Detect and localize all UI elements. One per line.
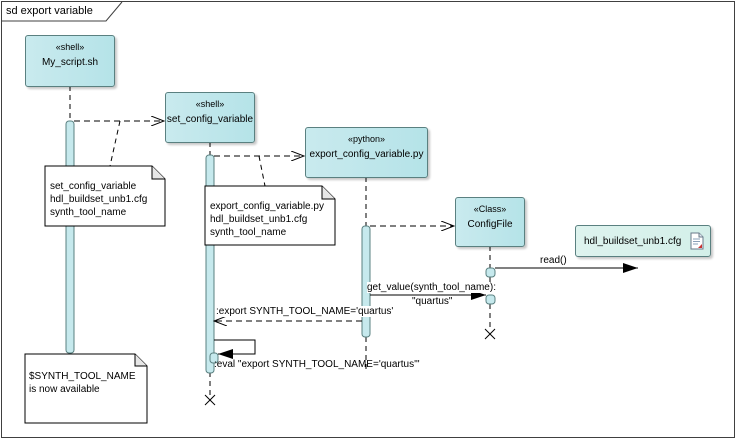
message-label-read: read(): [540, 255, 567, 266]
note-shape-2: [204, 185, 336, 246]
lifeline-name: ConfigFile: [467, 219, 513, 230]
frame-title: sd export variable: [6, 5, 93, 17]
message-label-return-value: "quartus": [412, 296, 453, 307]
stereotype-label: «shell»: [195, 99, 225, 109]
activation-config-file-1: [485, 267, 496, 278]
note-connector-1: [109, 120, 121, 167]
lifeline-name: My_script.sh: [41, 57, 99, 68]
note-line: export_config_variable.py: [210, 201, 324, 212]
lifeline-head-set-config[interactable]: «shell» set_config_variable: [165, 92, 255, 143]
message-label-return-export: :export SYNTH_TOOL_NAME='quartus': [216, 306, 394, 317]
destroy-marker-set-config: [204, 394, 216, 406]
message-label-get-value: get_value(synth_tool_name):: [367, 282, 496, 293]
message-label-self-eval: :eval "export SYNTH_TOOL_NAME='quartus'": [214, 359, 420, 370]
note-line: synth_tool_name: [50, 207, 127, 218]
note-shape-1: [44, 165, 166, 227]
stereotype-label: «shell»: [55, 42, 85, 52]
message-self-eval: [214, 339, 256, 359]
note-3-text: $SYNTH_TOOL_NAME is now available: [29, 370, 136, 396]
destroy-marker-config-file: [484, 328, 496, 340]
activation-my-script: [65, 120, 75, 354]
note-line: $SYNTH_TOOL_NAME: [29, 371, 136, 382]
note-1-text: set_config_variable hdl_buildset_unb1.cf…: [50, 180, 147, 219]
lifeline-head-my-script[interactable]: «shell» My_script.sh: [25, 35, 115, 87]
artifact-name: hdl_buildset_unb1.cfg: [584, 236, 682, 247]
lifeline-name: export_config_variable.py: [309, 149, 424, 160]
note-2-text: export_config_variable.py hdl_buildset_u…: [210, 200, 324, 239]
document-icon: [690, 232, 704, 250]
note-shape-3: [24, 353, 148, 424]
stereotype-label: «Class»: [473, 204, 507, 214]
stereotype-label: «python»: [347, 134, 386, 144]
note-line: hdl_buildset_unb1.cfg: [50, 194, 148, 205]
lifeline-name: set_config_variable: [166, 114, 254, 125]
lifeline-head-config-file[interactable]: «Class» ConfigFile: [455, 197, 525, 247]
activation-config-file-2: [485, 294, 496, 305]
note-line: synth_tool_name: [210, 227, 287, 238]
note-connector-2: [258, 155, 266, 187]
note-line: set_config_variable: [50, 181, 137, 192]
artifact-config-file[interactable]: hdl_buildset_unb1.cfg: [575, 225, 711, 257]
note-line: hdl_buildset_unb1.cfg: [210, 214, 308, 225]
note-line: is now available: [29, 384, 100, 395]
lifeline-head-export-config[interactable]: «python» export_config_variable.py: [305, 127, 428, 178]
